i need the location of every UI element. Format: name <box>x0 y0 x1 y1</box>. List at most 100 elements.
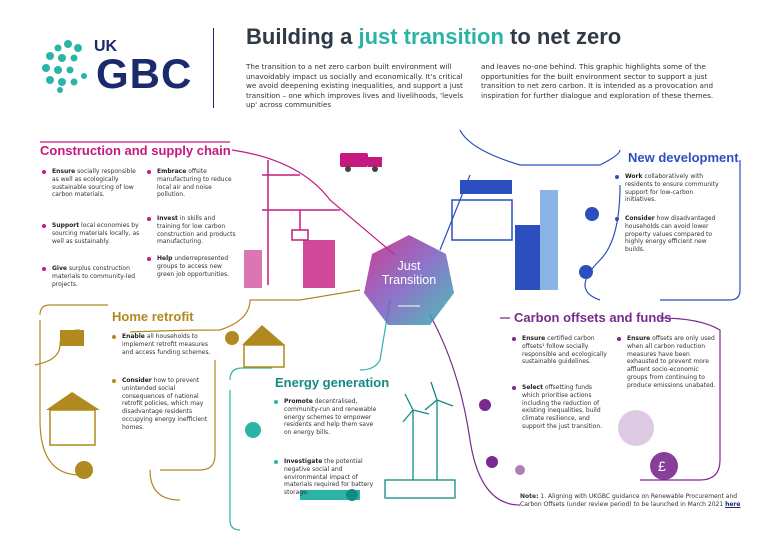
item-bold: Help <box>157 255 173 262</box>
item-text: socially responsible as well as ecologic… <box>52 168 136 199</box>
offsets-heading: Carbon offsets and funds <box>514 310 672 325</box>
item-text: all households to implement retrofit mea… <box>122 333 211 356</box>
item-text: local economies by sourcing materials lo… <box>52 222 140 245</box>
item-bold: Work <box>625 173 643 180</box>
pound-coin-icon <box>650 452 678 480</box>
centre-label: Just Transition <box>370 259 448 287</box>
bullet-dot <box>615 217 619 221</box>
item-bold: Consider <box>625 215 655 222</box>
footnote: Note: 1. Aligning with UKGBC guidance on… <box>520 493 760 509</box>
just-transition-heptagon <box>364 235 454 325</box>
offsets-item: Ensure offsets are only used when all ca… <box>617 335 719 390</box>
solar-panel-icon <box>460 180 512 194</box>
item-text: decentralised, community-run and renewab… <box>284 398 377 437</box>
bullet-dot <box>617 337 621 341</box>
title-part2: to net zero <box>503 24 622 49</box>
item-text: collaboratively with residents to ensure… <box>625 173 719 204</box>
construction-item: Ensure socially responsible as well as e… <box>42 168 140 199</box>
pink-building-2 <box>244 250 262 288</box>
energy-connector <box>229 299 391 531</box>
item-text: in skills and training for low carbon co… <box>157 215 236 246</box>
bullet-dot <box>512 337 516 341</box>
construction-item: Embrace offsite manufacturing to reduce … <box>147 168 237 199</box>
energy-item: Investigate the potential negative socia… <box>274 458 382 497</box>
bullet-dot <box>112 379 116 383</box>
item-bold: Enable <box>122 333 145 340</box>
construction-item: Invest in skills and training for low ca… <box>147 215 237 246</box>
tree-icon-retrofit <box>225 331 239 345</box>
worker-icon <box>585 207 599 221</box>
wind-turbine-icon <box>402 381 454 480</box>
offsets-connector <box>429 314 721 506</box>
logo: UK GBC <box>38 36 198 100</box>
hands-plant-icon <box>618 410 654 446</box>
truck-icon <box>340 153 368 167</box>
bullet-dot <box>42 170 46 174</box>
retrofit-item: Consider how to prevent unintended socia… <box>112 377 212 432</box>
item-bold: Give <box>52 265 67 272</box>
logo-mark-icon <box>42 40 87 93</box>
tree-icon <box>579 265 593 279</box>
retrofit-connector <box>39 289 361 476</box>
item-bold: Select <box>522 384 543 391</box>
item-text: surplus construction materials to commun… <box>52 265 136 288</box>
bullet-dot <box>42 267 46 271</box>
bullet-dot <box>274 460 278 464</box>
newdev-item: Consider how disadvantaged households ca… <box>615 215 725 254</box>
construction-item: Help underrepresented groups to access n… <box>147 255 237 278</box>
centre-line2: Transition <box>381 273 437 287</box>
item-text: how disadvantaged households can avoid l… <box>625 215 716 254</box>
offsets-item: Ensure certified carbon offsets¹ follow … <box>512 335 610 366</box>
bullet-dot <box>147 217 151 221</box>
bullet-dot <box>147 170 151 174</box>
item-bold: Investigate <box>284 458 323 465</box>
construction-connector <box>40 141 396 256</box>
title-part1: Building a <box>246 24 359 49</box>
item-bold: Ensure <box>522 335 546 342</box>
header-divider <box>213 28 214 108</box>
bullet-dot <box>112 335 116 339</box>
item-bold: Promote <box>284 398 313 405</box>
energy-heading: Energy generation <box>275 375 390 390</box>
bullet-dot <box>274 400 278 404</box>
offsets-item: Select offsetting funds which prioritise… <box>512 384 610 431</box>
title-highlight: just transition <box>358 24 504 49</box>
construction-item: Give surplus construction materials to c… <box>42 265 140 288</box>
construction-heading: Construction and supply chain <box>40 143 231 158</box>
construction-item: Support local economies by sourcing mate… <box>42 222 140 245</box>
newdev-item: Work collaboratively with residents to e… <box>615 173 725 204</box>
here-link[interactable]: here <box>725 500 741 508</box>
item-bold: Invest <box>157 215 178 222</box>
pound-symbol: £ <box>658 458 666 474</box>
item-bold: Embrace <box>157 168 187 175</box>
note-label: Note: <box>520 493 539 500</box>
intro-col2: and leaves no-one behind. This graphic h… <box>481 62 714 100</box>
item-text: offsite manufacturing to reduce local ai… <box>157 168 232 199</box>
bullet-dot <box>42 224 46 228</box>
retrofit-heading: Home retrofit <box>112 309 194 324</box>
bullet-dot <box>147 257 151 261</box>
intro-col1: The transition to a net zero carbon buil… <box>246 62 463 110</box>
pink-building <box>303 240 335 288</box>
item-bold: Ensure <box>52 168 76 175</box>
item-bold: Support <box>52 222 80 229</box>
item-bold: Ensure <box>627 335 651 342</box>
item-text: offsetting funds which prioritise action… <box>522 384 603 430</box>
decor-loop-right <box>584 184 621 301</box>
page-title: Building a just transition to net zero <box>246 24 621 50</box>
item-bold: Consider <box>122 377 152 384</box>
item-text: certified carbon offsets¹ follow sociall… <box>522 335 607 366</box>
bullet-dot <box>615 175 619 179</box>
item-text: the potential negative social and enviro… <box>284 458 374 497</box>
item-text: offsets are only used when all carbon re… <box>627 335 716 389</box>
energy-item: Promote decentralised, community-run and… <box>274 398 382 437</box>
newdev-heading: New development <box>628 150 739 165</box>
logo-gbc-text: GBC <box>96 50 193 97</box>
note-text: 1. Aligning with UKGBC guidance on Renew… <box>520 493 738 508</box>
house-icon <box>242 325 285 345</box>
logo-uk-text: UK <box>94 38 118 55</box>
item-text: how to prevent unintended social consequ… <box>122 377 208 431</box>
bullet-dot <box>512 386 516 390</box>
retrofit-item: Enable all households to implement retro… <box>112 333 212 356</box>
